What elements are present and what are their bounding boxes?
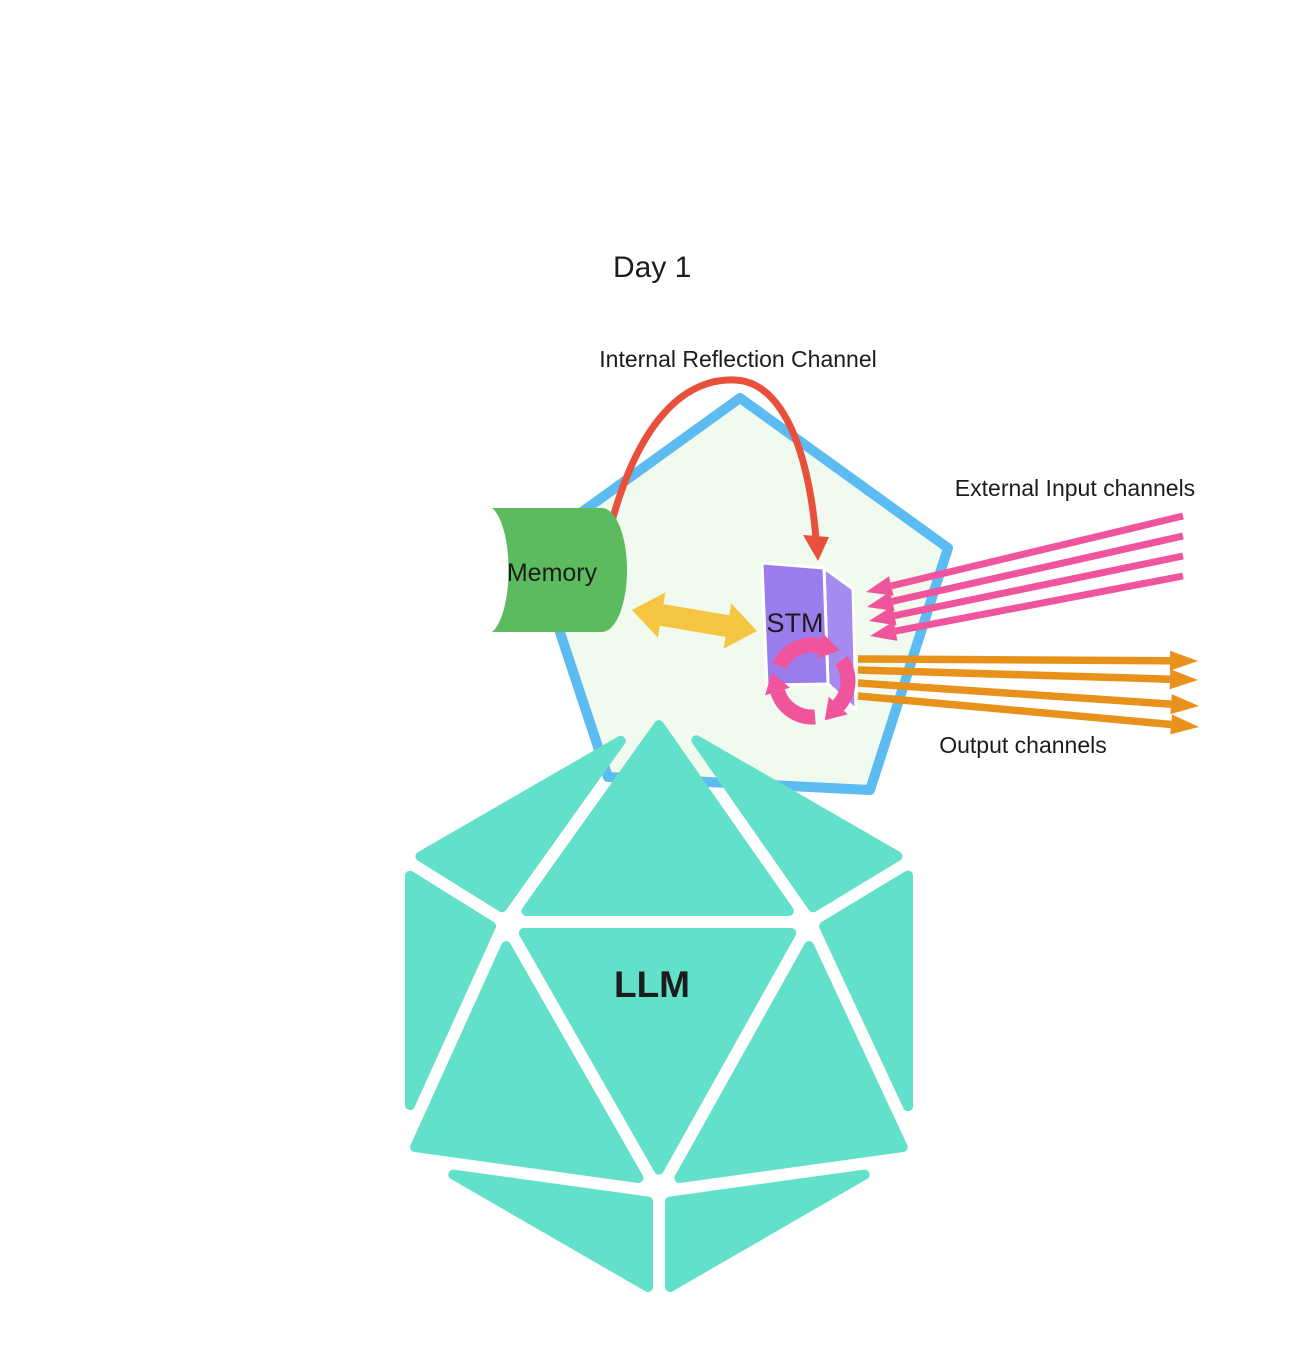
stm-node: STM: [760, 561, 858, 725]
llm-face: [521, 720, 794, 916]
llm-face: [448, 1169, 653, 1292]
output-channels-label: Output channels: [939, 732, 1107, 758]
external-input-arrow-head: [867, 591, 895, 612]
internal-reflection-arrowhead: [803, 535, 829, 561]
llm-face: [819, 870, 913, 1112]
external-input-arrow-head: [869, 605, 897, 626]
output-arrow: [857, 692, 1172, 729]
output-arrow: [857, 679, 1172, 708]
external-input-arrows: [866, 512, 1184, 641]
llm-face: [410, 941, 644, 1183]
external-input-arrow-head: [866, 576, 894, 596]
recycle-arrowhead: [824, 696, 848, 721]
llm-face: [674, 941, 908, 1184]
llm-face: [665, 1169, 870, 1292]
recycle-arrowhead: [765, 672, 790, 696]
external-input-arrow: [890, 512, 1184, 590]
output-arrow: [857, 666, 1171, 683]
llm-face: [691, 735, 903, 913]
memory-cylinder-body: [485, 508, 627, 632]
llm-face: [518, 928, 797, 1175]
memory-cylinder-cap-line: [484, 505, 509, 635]
external-input-arrow: [893, 552, 1184, 620]
external-input-arrow: [894, 572, 1184, 635]
llm-face: [415, 735, 626, 913]
memory-label: Memory: [507, 559, 598, 587]
memory-node: Memory: [484, 505, 627, 635]
recycle-arc: [772, 637, 822, 670]
llm-icosahedron: [405, 720, 913, 1292]
internal-reflection-arrow: [608, 376, 820, 542]
memory-stm-transfer-arrow: [632, 592, 757, 649]
page-title: Day 1: [613, 251, 691, 284]
stm-label: STM: [767, 608, 824, 638]
stm-loop-recycle-icon: [765, 633, 856, 725]
llm-label: LLM: [614, 964, 690, 1005]
output-arrow-head: [1169, 669, 1198, 690]
output-arrow-head: [1169, 650, 1198, 671]
recycle-arc: [770, 688, 816, 725]
external-input-arrow-head: [870, 621, 898, 641]
external-input-label: External Input channels: [955, 475, 1195, 501]
llm-face: [405, 870, 496, 1111]
recycle-arc: [832, 656, 856, 711]
output-arrows: [857, 650, 1199, 735]
output-arrow-head: [1170, 714, 1199, 735]
output-arrow: [857, 655, 1171, 665]
internal-reflection-label: Internal Reflection Channel: [599, 346, 876, 372]
output-arrow-head: [1170, 694, 1199, 715]
recycle-arrowhead: [817, 633, 840, 659]
external-input-arrow: [891, 532, 1184, 605]
